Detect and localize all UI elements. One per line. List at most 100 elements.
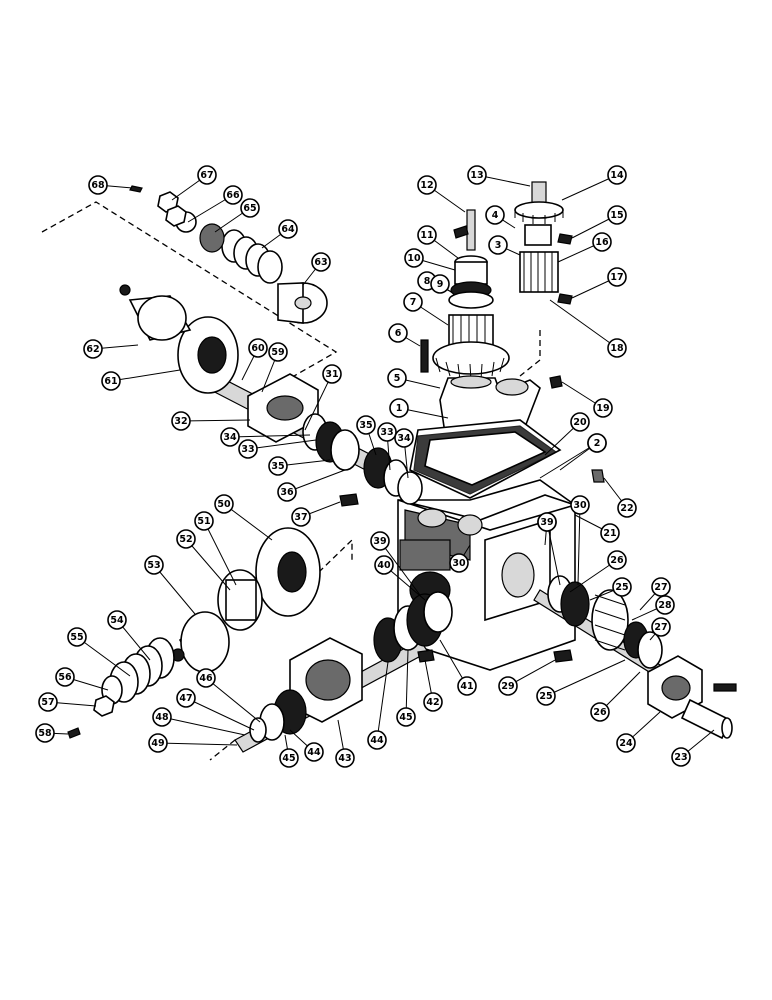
- callout-c33b: 33: [377, 422, 397, 471]
- callout-circle: [404, 248, 424, 268]
- callout-number: 55: [70, 632, 83, 643]
- callout-leader-line: [157, 742, 238, 746]
- callout-leader-line: [405, 649, 409, 718]
- callout-c25a: 25: [589, 577, 632, 601]
- callout-leader-line: [545, 659, 626, 697]
- upper-shaft-alignment-line: [519, 330, 541, 377]
- callout-leader-line: [161, 716, 246, 736]
- callout-c43: 43: [335, 719, 355, 768]
- callout-c68: 68: [88, 175, 133, 195]
- callout-leader-line: [185, 697, 255, 731]
- callout-circle: [570, 412, 590, 432]
- callout-number: 64: [281, 224, 295, 235]
- callout-number: 53: [147, 560, 160, 571]
- callout-circle: [88, 175, 108, 195]
- callout-circle: [590, 702, 610, 722]
- callout-c28: 28: [631, 595, 675, 621]
- callout-circle: [587, 433, 607, 453]
- callout-leader-line: [185, 538, 231, 591]
- callout-number: 46: [199, 673, 213, 684]
- callout-c19: 19: [561, 381, 613, 418]
- callout-c34b: 34: [394, 428, 414, 479]
- callout-circle: [498, 676, 518, 696]
- callout-number: 45: [282, 753, 295, 764]
- callout-circle: [430, 274, 450, 294]
- callout-number: 35: [359, 420, 372, 431]
- callout-circle: [291, 507, 311, 527]
- callout-number: 24: [619, 738, 633, 749]
- callout-circle: [67, 627, 87, 647]
- callout-circle: [279, 748, 299, 768]
- callout-number: 49: [151, 738, 164, 749]
- upper-left-group-boundary: [41, 201, 338, 385]
- callout-number: 30: [452, 558, 466, 569]
- callout-circle: [403, 292, 423, 312]
- callout-circle: [651, 577, 671, 597]
- callout-c52: 52: [176, 529, 231, 591]
- callout-number: 11: [420, 230, 433, 241]
- callout-number: 41: [460, 681, 473, 692]
- callout-number: 37: [294, 512, 307, 523]
- callout-number: 28: [658, 600, 672, 611]
- callout-circle: [607, 550, 627, 570]
- callout-circle: [311, 252, 331, 272]
- callout-c32: 32: [171, 411, 251, 431]
- callout-number: 1: [396, 403, 403, 414]
- callout-number: 39: [373, 536, 386, 547]
- callout-number: 2: [594, 438, 601, 449]
- callout-number: 20: [573, 417, 587, 428]
- callout-c56: 56: [55, 667, 109, 691]
- callout-c27a: 27: [639, 577, 671, 611]
- callout-leader-line: [205, 677, 261, 723]
- callout-circle: [417, 225, 437, 245]
- callout-circle: [607, 165, 627, 185]
- callout-circle: [388, 323, 408, 343]
- callout-circle: [101, 371, 121, 391]
- callout-circle: [617, 498, 637, 518]
- callout-number: 42: [426, 697, 439, 708]
- callout-leader-line: [180, 419, 251, 422]
- callout-c24: 24: [616, 711, 661, 753]
- callout-c26b: 26: [590, 671, 641, 722]
- callout-c35a: 35: [268, 456, 331, 476]
- callout-circle: [592, 232, 612, 252]
- callout-c42: 42: [423, 659, 443, 712]
- callout-number: 17: [610, 272, 623, 283]
- callout-circle: [35, 723, 55, 743]
- callout-circle: [374, 555, 394, 575]
- callout-c49: 49: [148, 733, 238, 753]
- callout-c15: 15: [571, 205, 627, 239]
- callout-c2b: 2: [539, 433, 607, 479]
- callout-number: 26: [593, 707, 607, 718]
- callout-c17: 17: [571, 267, 627, 299]
- callout-c23: 23: [671, 729, 715, 767]
- callout-number: 35: [271, 461, 284, 472]
- callout-c50: 50: [214, 494, 273, 541]
- callout-c61: 61: [101, 369, 181, 391]
- callout-circle: [152, 707, 172, 727]
- callout-circle: [223, 185, 243, 205]
- callout-c35b: 35: [356, 415, 377, 456]
- callout-c29: 29: [498, 659, 556, 696]
- callout-number: 66: [226, 190, 240, 201]
- upper-left-shaft-assembly: [119, 185, 423, 507]
- callout-circle: [144, 555, 164, 575]
- callout-number: 12: [420, 180, 433, 191]
- callout-number: 18: [610, 343, 624, 354]
- callout-c18: 18: [549, 299, 627, 358]
- callout-leader-line: [539, 442, 598, 479]
- callout-circle: [197, 165, 217, 185]
- callout-circle: [176, 688, 196, 708]
- callout-c44b: 44: [367, 661, 389, 750]
- callout-number: 32: [174, 416, 187, 427]
- callout-number: 10: [407, 253, 421, 264]
- callout-number: 45: [399, 712, 412, 723]
- callout-number: 7: [410, 297, 417, 308]
- callout-number: 62: [86, 344, 99, 355]
- callout-circle: [449, 553, 469, 573]
- callout-circle: [304, 742, 324, 762]
- callout-number: 61: [104, 376, 117, 387]
- callout-c62: 62: [83, 339, 139, 359]
- callout-circle: [238, 439, 258, 459]
- callout-circle: [536, 686, 556, 706]
